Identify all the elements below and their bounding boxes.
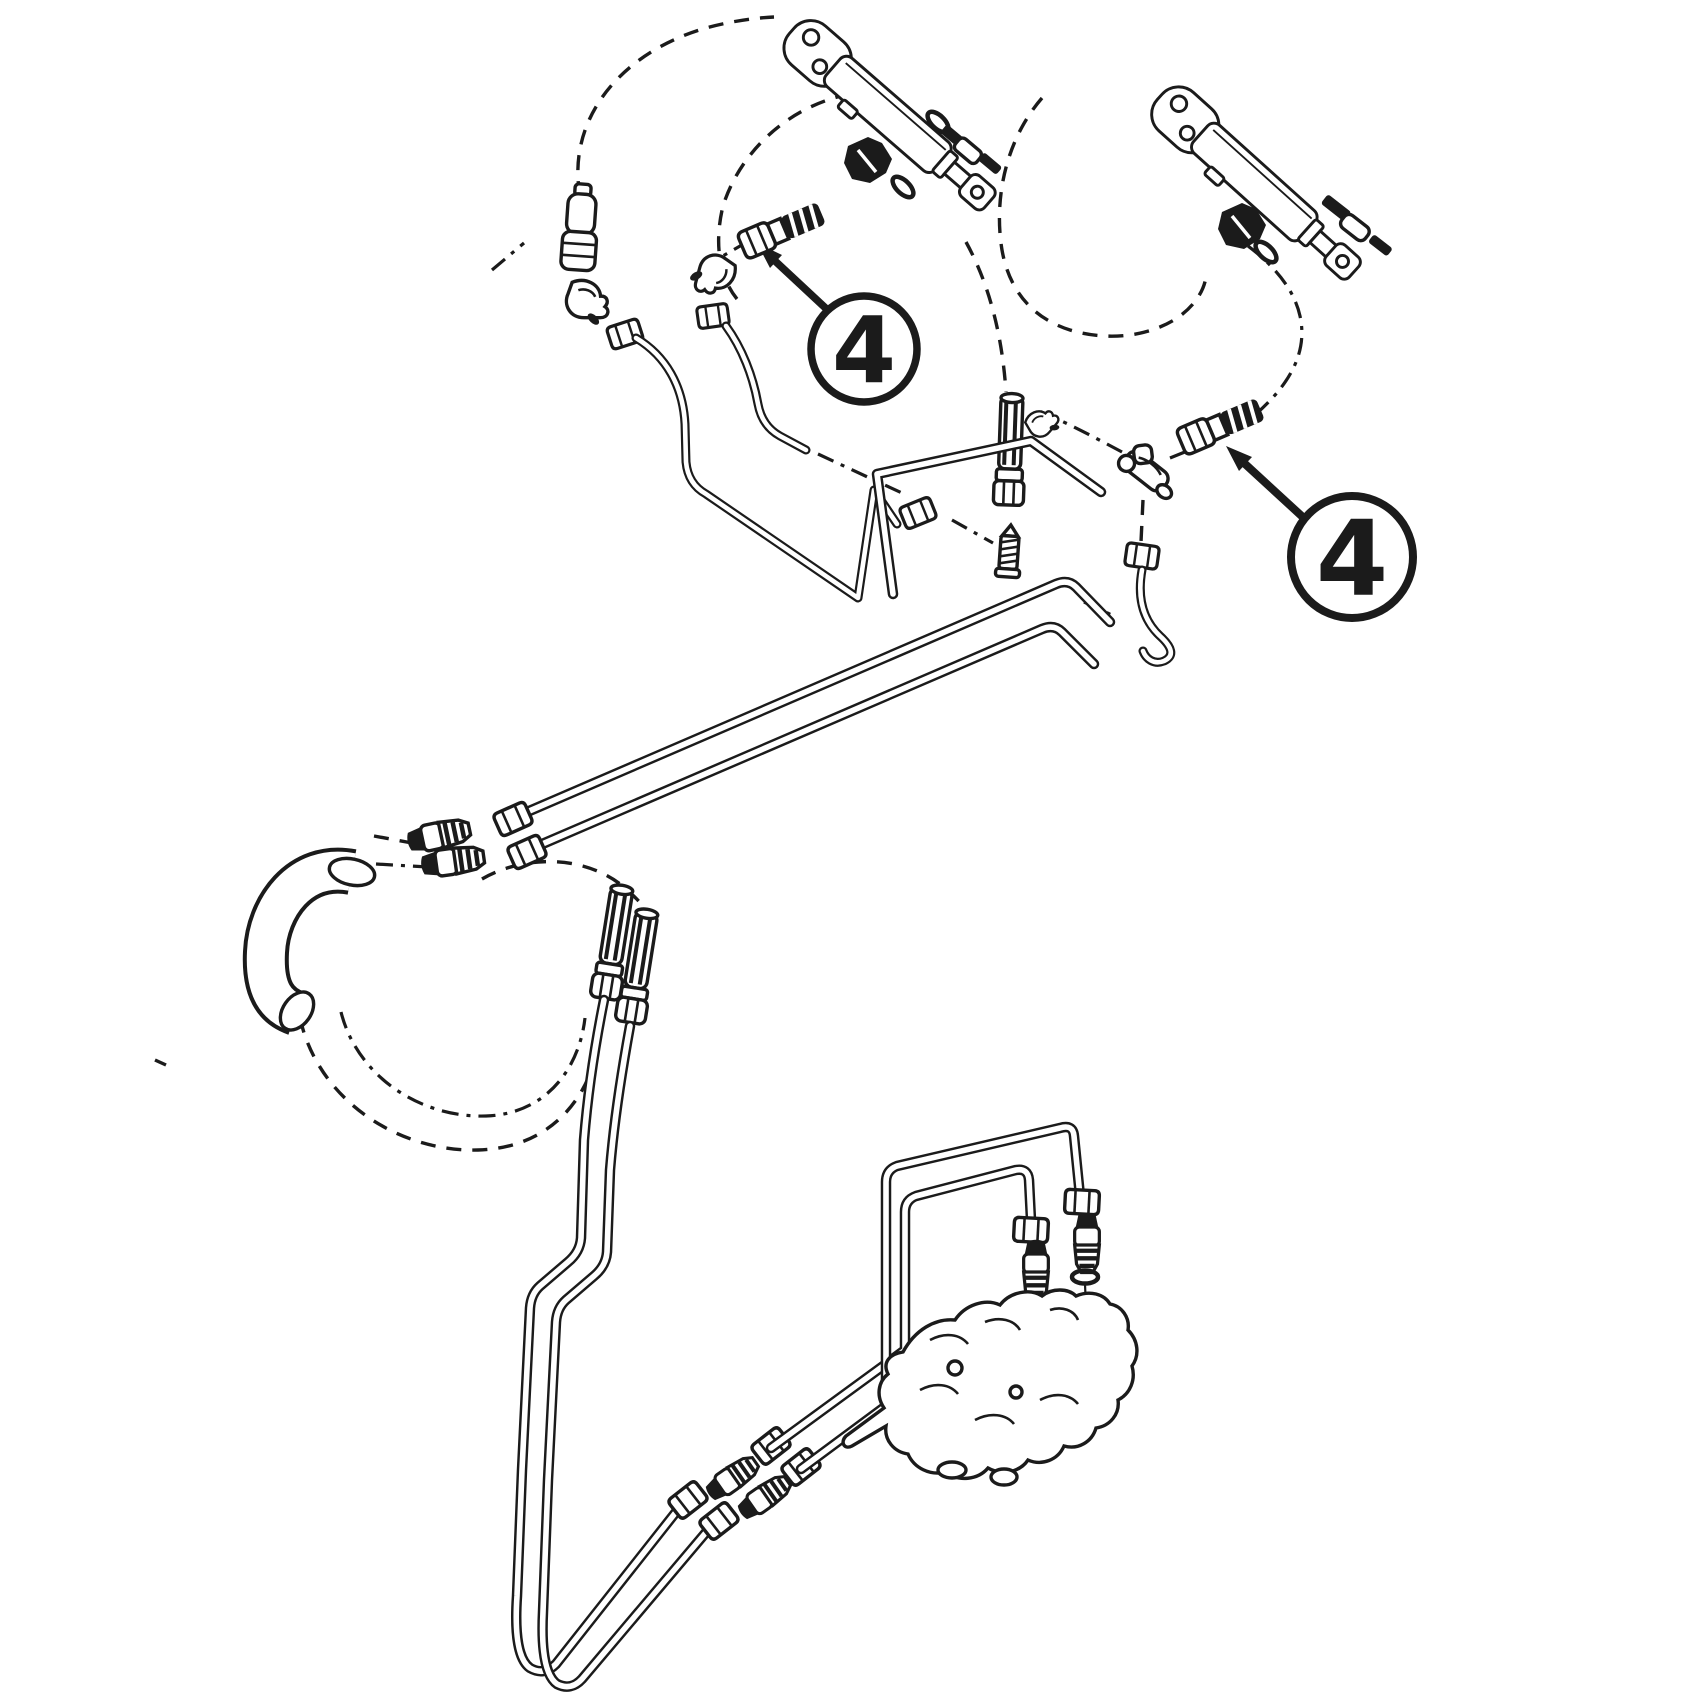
tee-fitting [1116, 443, 1174, 501]
tube-nut [1011, 1215, 1051, 1245]
short-j-tube [1140, 570, 1171, 662]
threaded-adapter [1075, 1213, 1100, 1273]
hose-routing-dashed-lines [154, 15, 1304, 1152]
rod-end-hardware [1321, 195, 1392, 256]
tilt-cylinder-right [1139, 76, 1392, 294]
tube-nut [504, 832, 550, 872]
fitting-item-4-left [737, 200, 827, 259]
fitting-item-4-right [1176, 396, 1266, 455]
tube-nut [1062, 1187, 1102, 1217]
tube-nut [604, 316, 646, 352]
long-tube-e [504, 627, 1094, 872]
tube-nut [490, 799, 536, 839]
o-ring [1252, 238, 1280, 265]
tilt-cylinder-left [772, 9, 1008, 225]
callout-number: 4 [1316, 498, 1388, 620]
upper-left-fittings [559, 182, 742, 352]
o-ring [1072, 1271, 1098, 1284]
tube-nut [897, 494, 939, 532]
callout-circle [807, 292, 921, 406]
callout-number: 4 [832, 297, 896, 404]
curved-hose [242, 847, 377, 1035]
o-ring [889, 173, 917, 200]
bottom-fitting-chain [665, 1424, 824, 1543]
elbow-fitting [559, 275, 616, 331]
long-bent-tube-2 [543, 1026, 708, 1687]
threaded-stud [993, 522, 1025, 580]
callout-4-right: 4 [1226, 446, 1417, 622]
callout-4-left: 4 [757, 243, 921, 406]
rod-end-hardware [941, 125, 1002, 174]
callout-arrow [1226, 446, 1252, 471]
steel-tube-b [726, 326, 806, 450]
hose-end-fitting [559, 182, 599, 273]
tube-nut [1122, 540, 1162, 572]
callout-circle [1287, 492, 1417, 622]
control-valve [841, 1288, 1139, 1487]
long-tube-d [490, 582, 1110, 839]
